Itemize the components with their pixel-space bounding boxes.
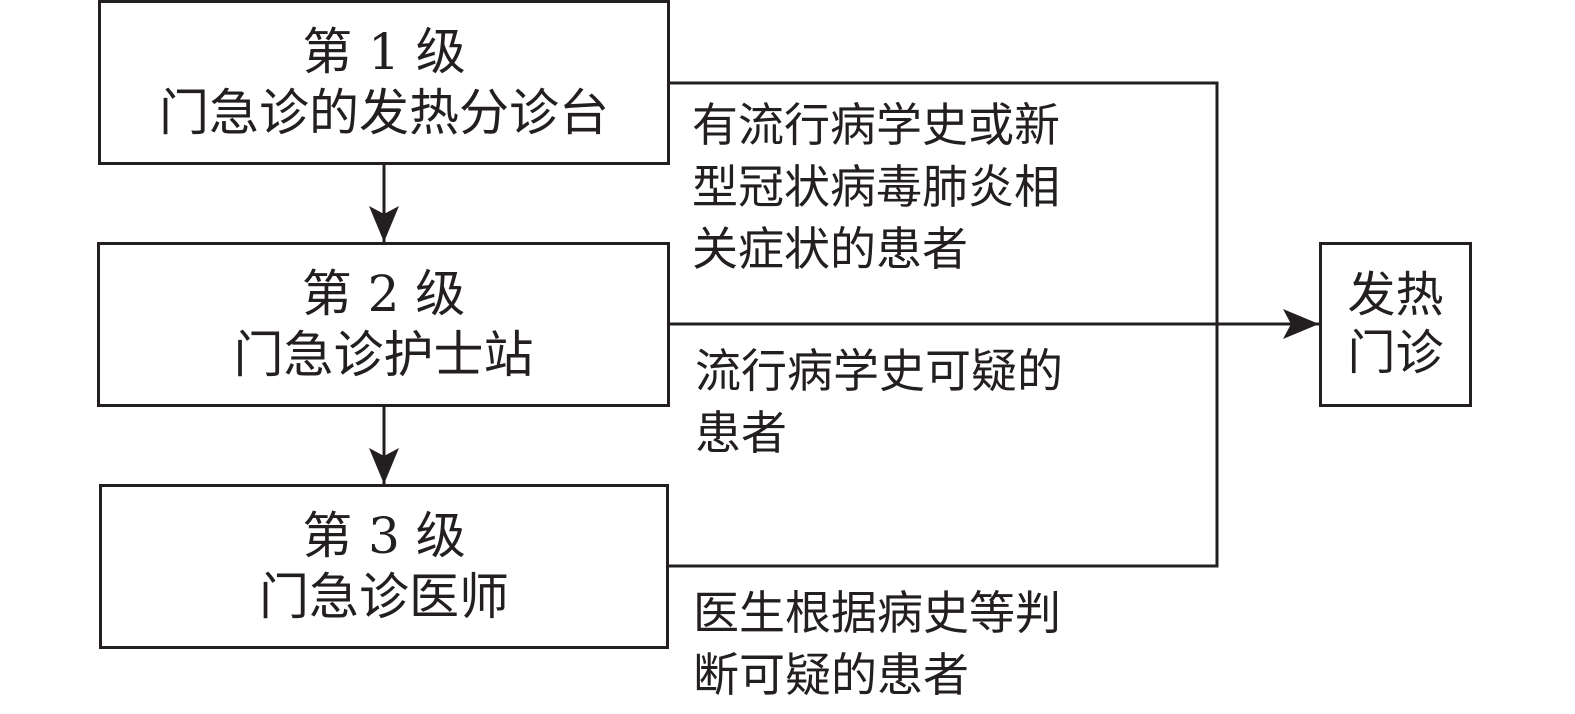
criteria-level-1-line-3: 关症状的患者 — [692, 222, 968, 276]
criteria-level-2: 流行病学史可疑的 患者 — [695, 340, 1063, 464]
fever-clinic-line-2: 门诊 — [1347, 324, 1444, 381]
level-2-label: 第 2 级 — [301, 264, 466, 323]
criteria-level-3-line-1: 医生根据病史等判 — [693, 586, 1061, 640]
level-1-box: 第 1 级 门急诊的发热分诊台 — [98, 0, 670, 165]
criteria-level-3: 医生根据病史等判 断可疑的患者 — [693, 582, 1061, 706]
criteria-level-3-line-2: 断可疑的患者 — [693, 648, 969, 702]
criteria-level-1-line-2: 型冠状病毒肺炎相 — [692, 160, 1060, 214]
criteria-level-2-line-1: 流行病学史可疑的 — [695, 344, 1063, 398]
criteria-level-2-line-2: 患者 — [695, 406, 787, 460]
level-1-label: 第 1 级 — [302, 22, 466, 81]
level-2-role: 门急诊护士站 — [233, 325, 534, 384]
criteria-level-1: 有流行病学史或新 型冠状病毒肺炎相 关症状的患者 — [692, 94, 1060, 280]
level-3-role: 门急诊医师 — [259, 567, 509, 626]
fever-clinic-line-1: 发热 — [1347, 266, 1444, 323]
level-2-box: 第 2 级 门急诊护士站 — [97, 242, 670, 407]
level-3-box: 第 3 级 门急诊医师 — [99, 484, 669, 649]
level-3-label: 第 3 级 — [302, 506, 466, 565]
fever-clinic-box: 发热 门诊 — [1319, 242, 1472, 407]
connector-level3-to-collector — [669, 324, 1219, 568]
connector-level1-to-collector — [670, 81, 1219, 324]
criteria-level-1-line-1: 有流行病学史或新 — [692, 98, 1060, 152]
level-1-role: 门急诊的发热分诊台 — [159, 83, 609, 142]
